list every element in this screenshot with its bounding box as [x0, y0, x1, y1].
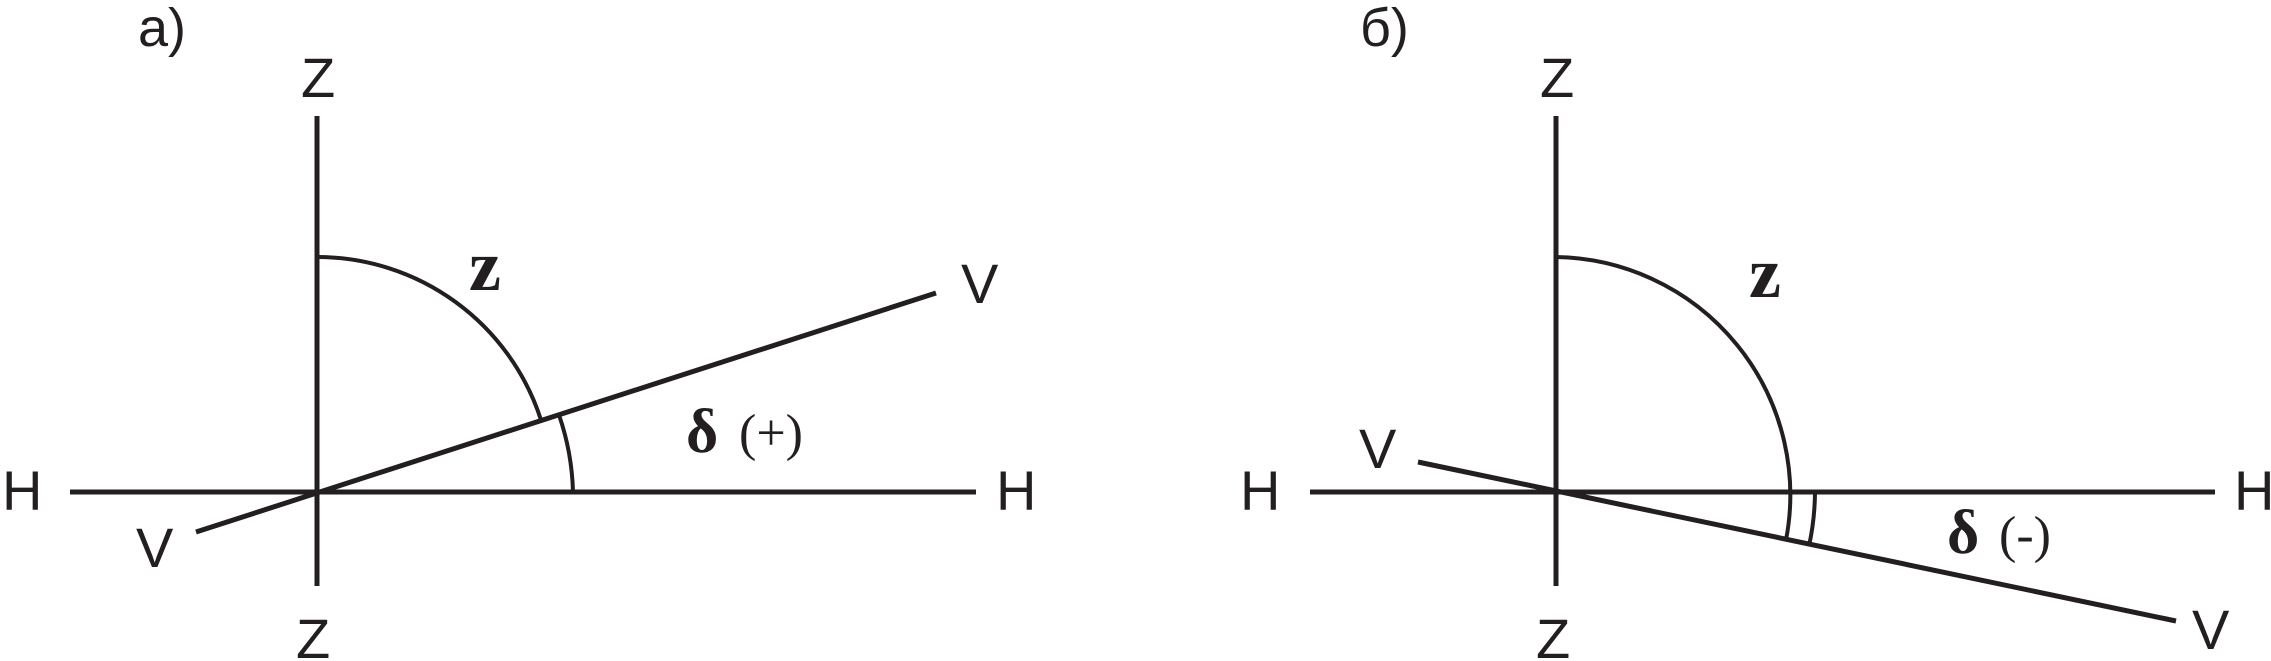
panel-b-zenith-angle-arc [1555, 255, 1793, 541]
panel-a-label-z-bottom: Z [296, 607, 330, 661]
panel-b-label-z-top: Z [1540, 46, 1574, 109]
panel-a-declination-arc [557, 414, 575, 493]
panel-b-label: б) [1360, 0, 1409, 58]
panel-a-label: а) [138, 0, 186, 58]
panel-a-zenith-angle-label: z [469, 226, 501, 306]
panel-a-star-line [195, 290, 937, 535]
panel-b-label-v-lower: V [2192, 598, 2230, 661]
panel-b-label-z-bottom: Z [1536, 607, 1570, 661]
panel-a: а) Z Z H H V V z δ (+) [2, 0, 1036, 661]
panel-a-zenith-angle-arc [316, 254, 543, 421]
panel-b: б) Z Z H H V V z δ (-) [1240, 0, 2271, 661]
panel-a-label-z-top: Z [301, 46, 335, 109]
panel-b-zenith-angle-label: z [1749, 233, 1781, 313]
panel-a-label-h-left: H [2, 459, 42, 522]
panel-a-declination-sign: (+) [739, 405, 803, 462]
panel-b-star-line [1417, 459, 2177, 624]
panel-a-label-h-right: H [996, 459, 1036, 522]
panel-a-label-v-upper: V [961, 252, 999, 315]
panel-b-label-h-left: H [1240, 459, 1280, 522]
panel-a-label-v-lower: V [136, 516, 174, 579]
panel-a-declination-label: δ [686, 398, 718, 466]
panel-b-label-h-right: H [2234, 459, 2271, 522]
panel-b-declination-sign: (-) [1999, 507, 2051, 564]
panel-b-declination-arc [1807, 491, 1817, 547]
panel-b-label-v-upper: V [1359, 417, 1397, 480]
panel-b-declination-label: δ [1947, 499, 1979, 567]
